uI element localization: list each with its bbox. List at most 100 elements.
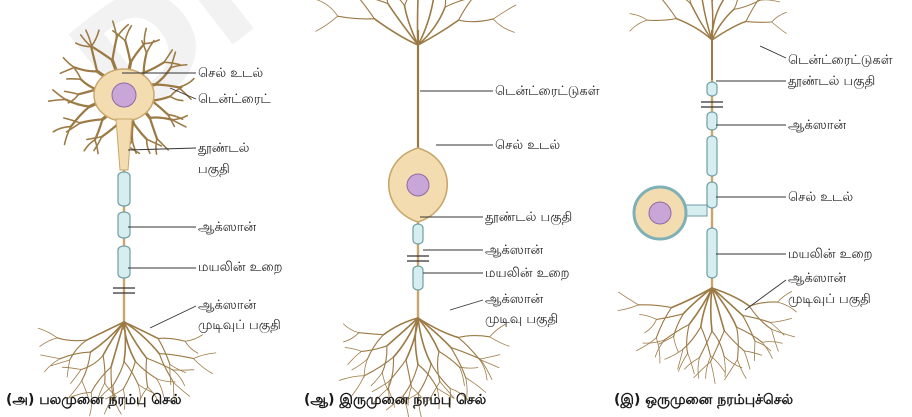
axon-terminal-branch xyxy=(659,336,674,344)
neuron-c-axon-label: ஆக்ஸான் xyxy=(788,118,846,134)
neuron-b-axon-terminal-label-2: முடிவு பகுதி xyxy=(485,312,558,328)
axon-terminal-branch xyxy=(343,324,358,333)
myelin-sheath-segment xyxy=(707,228,717,278)
myelin-sheath-segment xyxy=(707,182,717,208)
axon-terminal-branch xyxy=(772,329,779,351)
neuron-a-dendrite-label: டென்ட்ரைட் xyxy=(198,92,271,108)
neuron-a-myelin-label: மயலின் உறை xyxy=(198,260,283,276)
dendrite-branch xyxy=(630,14,647,20)
dendrite-branch xyxy=(352,0,388,4)
axon-terminal-branch xyxy=(458,336,489,338)
unipolar-neuron xyxy=(618,0,796,384)
dendrite-branch xyxy=(132,123,133,141)
dendrite-branch xyxy=(155,68,171,85)
dendrite-branch xyxy=(691,4,712,40)
axon-terminal-branch xyxy=(339,376,364,381)
axon-terminal-branch xyxy=(755,341,771,351)
axon-terminal-branch xyxy=(57,338,87,341)
dendrite-branch xyxy=(746,0,758,21)
dendrite-branch xyxy=(113,21,117,37)
dendrite-branch xyxy=(91,30,99,47)
dendrite-branch xyxy=(712,9,734,40)
axon-terminal-branch xyxy=(743,315,755,341)
dendrite-branch xyxy=(443,0,445,7)
axon-terminal-branch xyxy=(770,318,791,322)
dendrite-branch xyxy=(113,31,125,41)
dendrite-branch xyxy=(155,85,179,88)
dendrite-branch xyxy=(178,79,194,88)
dendrite-branch xyxy=(112,37,116,60)
axon-terminal-branch xyxy=(193,353,215,359)
dendrite-branch xyxy=(418,0,419,45)
neuron-a-cell-body-label: செல் உடல் xyxy=(198,66,263,82)
multipolar-neuron xyxy=(38,21,216,416)
axon-terminal-branch xyxy=(41,355,61,359)
myelin-sheath-segment xyxy=(707,136,717,176)
axon-terminal-branch xyxy=(371,373,382,386)
neuron-b-axon-terminal-label-1: ஆக்ஸான் xyxy=(485,292,543,308)
axon-terminal-branch xyxy=(124,322,125,362)
axon-terminal-branch xyxy=(724,356,725,376)
neuron-c-myelin-label: மயலின் உறை xyxy=(788,247,873,263)
axon-terminal-branch xyxy=(674,314,684,337)
axon-terminal-branch xyxy=(343,333,358,342)
axon-terminal-branch xyxy=(639,305,672,308)
axon-terminal-branch xyxy=(724,331,744,351)
neuron-a-axon-terminal-label-1: ஆக்ஸான் xyxy=(198,298,256,314)
axon-terminal-branch xyxy=(698,358,699,379)
axon-terminal-branch xyxy=(460,367,465,386)
dendrite-branch xyxy=(630,20,647,31)
axon-terminal-branch xyxy=(170,364,186,372)
myelin-sheath-segment xyxy=(118,212,130,238)
neuron-c-caption: (இ) ஒருமுனை நரம்புச்செல் xyxy=(614,392,793,410)
leader-lines xyxy=(122,46,786,328)
dendrite-branch xyxy=(418,7,445,45)
dendrite-branch xyxy=(660,0,676,19)
neuron-b-caption: (ஆ) இருமுனை நரம்பு செல் xyxy=(304,392,486,410)
dendrite-branch xyxy=(63,58,74,68)
myelin-sheath-segment xyxy=(118,246,130,278)
dendrite-branch xyxy=(170,96,182,100)
leader-line xyxy=(760,46,786,58)
dendrite-branch xyxy=(338,16,375,19)
axon-terminal-branch xyxy=(71,370,82,384)
neuron-b-axon-hillock-label: தூண்டல் பகுதி xyxy=(485,210,572,226)
neuron-b-axon-label: ஆக்ஸான் xyxy=(485,243,543,259)
dendrite-branch xyxy=(352,0,374,19)
dendrite-branch xyxy=(65,91,79,94)
dendrite-branch xyxy=(60,67,74,73)
axon-terminal-branch xyxy=(683,327,701,350)
axon-terminal-branch xyxy=(40,338,57,347)
axon-terminal-branch xyxy=(364,357,393,376)
axon-terminal-branch xyxy=(159,354,193,359)
axon-terminal-branch xyxy=(674,336,679,352)
axon-terminal-branch xyxy=(711,288,712,331)
dendrite-branch xyxy=(74,67,97,71)
axon-terminal-branch xyxy=(665,349,683,359)
axon-terminal-branch xyxy=(657,314,684,320)
axon-terminal-branch xyxy=(466,378,486,393)
neuron-c-axon-hillock-label: தூண்டல் பகுதி xyxy=(788,74,875,90)
axon-terminal-branch xyxy=(382,346,387,373)
dendrite-branch xyxy=(144,53,147,73)
axon-terminal-branch xyxy=(762,342,772,358)
neuron-c-axon-terminal-label-1: ஆக்ஸான் xyxy=(788,271,846,287)
axon-terminal-branch xyxy=(725,360,738,380)
dendrite-branch xyxy=(388,4,418,45)
dendrite-branch xyxy=(493,5,516,19)
axon-terminal-branch xyxy=(158,338,185,341)
dendrite-branch xyxy=(459,19,494,22)
axon-terminal-branch xyxy=(185,341,198,353)
nucleus xyxy=(649,202,671,224)
dendrite-branch xyxy=(75,69,81,79)
dendrite-branch xyxy=(734,0,739,9)
axon-terminal-branch xyxy=(359,333,384,335)
axon-terminal-branch xyxy=(618,292,638,305)
axon-terminal-branch xyxy=(706,356,711,378)
dendrite-branch xyxy=(81,79,96,89)
dendrite-branch xyxy=(164,50,172,62)
neuron-b-myelin-label: மயலின் உறை xyxy=(485,266,570,282)
axon-terminal-branch xyxy=(147,358,173,370)
axon-terminal-branch xyxy=(711,362,716,384)
